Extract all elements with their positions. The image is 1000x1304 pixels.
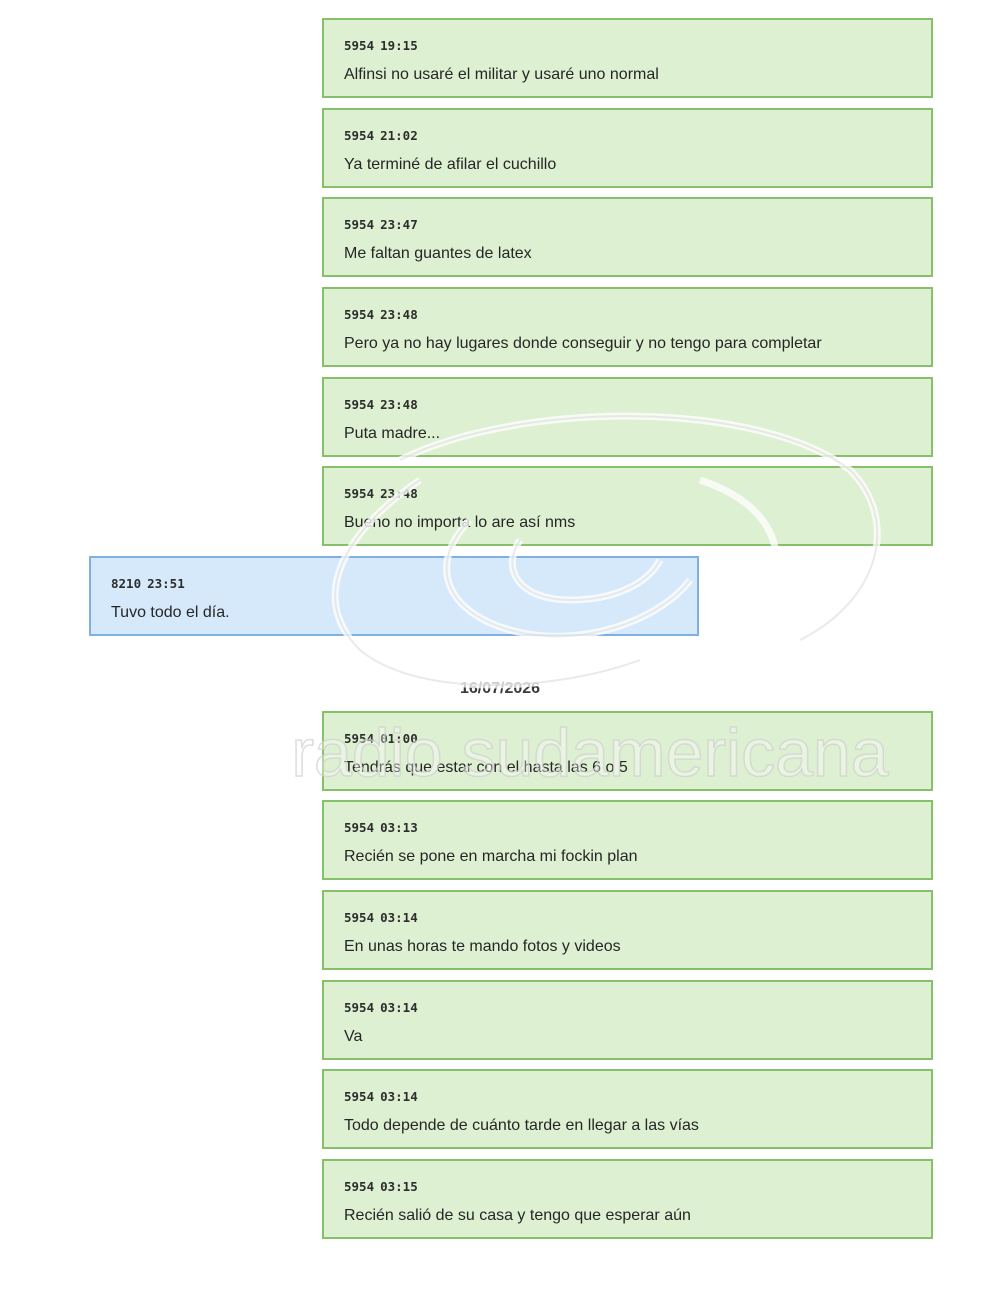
- message-meta: 5954 01:00: [344, 731, 911, 747]
- message-sender: 5954: [344, 1000, 375, 1015]
- message-time: 23:51: [147, 576, 185, 591]
- message-time: 23:47: [380, 217, 418, 232]
- message-meta: 5954 23:48: [344, 486, 911, 502]
- message-meta: 5954 23:48: [344, 307, 911, 323]
- message-time: 03:15: [380, 1179, 418, 1194]
- message-sender: 8210: [111, 576, 142, 591]
- message-text: Ya terminé de afilar el cuchillo: [344, 156, 557, 173]
- message-text: Recién salió de su casa y tengo que espe…: [344, 1207, 691, 1224]
- message-sender: 5954: [344, 217, 375, 232]
- message-text: En unas horas te mando fotos y videos: [344, 938, 621, 955]
- message-bubble: 5954 03:15 Recién salió de su casa y teng…: [322, 1159, 933, 1239]
- message-meta: 5954 21:02: [344, 128, 911, 144]
- message-time: 23:48: [380, 486, 418, 501]
- message-time: 21:02: [380, 128, 418, 143]
- message-meta: 5954 19:15: [344, 38, 911, 54]
- message-meta: 8210 23:51: [111, 576, 677, 592]
- message-meta: 5954 23:48: [344, 397, 911, 413]
- message-bubble: 5954 21:02 Ya terminé de afilar el cuchil…: [322, 108, 933, 188]
- message-text: Puta madre...: [344, 425, 441, 442]
- message-bubble: 5954 23:48 Pero ya no hay lugares donde c…: [322, 287, 933, 367]
- message-time: 03:14: [380, 1000, 418, 1015]
- message-sender: 5954: [344, 820, 375, 835]
- message-meta: 5954 03:14: [344, 1000, 911, 1016]
- message-bubble: 5954 01:00 Tendrás que estar con el hasta…: [322, 711, 933, 791]
- message-meta: 5954 03:13: [344, 820, 911, 836]
- message-sender: 5954: [344, 397, 375, 412]
- message-time: 03:14: [380, 1089, 418, 1104]
- message-text: Tendrás que estar con el hasta las 6 o 5: [344, 759, 628, 776]
- message-meta: 5954 03:14: [344, 910, 911, 926]
- message-time: 03:14: [380, 910, 418, 925]
- message-sender: 5954: [344, 486, 375, 501]
- message-bubble: 5954 23:47 Me faltan guantes de latex: [322, 197, 933, 277]
- date-separator: 16/07/2026: [459, 680, 541, 697]
- message-text: Tuvo todo el día.: [111, 604, 230, 621]
- message-text: Todo depende de cuánto tarde en llegar a…: [344, 1117, 699, 1134]
- message-bubble: 5954 23:48 Puta madre...: [322, 377, 933, 457]
- message-sender: 5954: [344, 38, 375, 53]
- message-sender: 5954: [344, 731, 375, 746]
- message-bubble: 5954 03:14 Va: [322, 980, 933, 1060]
- message-time: 03:13: [380, 820, 418, 835]
- message-time: 01:00: [380, 731, 418, 746]
- message-time: 23:48: [380, 307, 418, 322]
- message-text: Recién se pone en marcha mi fockin plan: [344, 848, 638, 865]
- message-bubble: 8210 23:51 Tuvo todo el día.: [89, 556, 699, 636]
- message-sender: 5954: [344, 910, 375, 925]
- message-text: Me faltan guantes de latex: [344, 245, 532, 262]
- message-text: Va: [344, 1028, 363, 1045]
- message-bubble: 5954 19:15 Alfinsi no usaré el militar y …: [322, 18, 933, 98]
- message-meta: 5954 23:47: [344, 217, 911, 233]
- message-sender: 5954: [344, 128, 375, 143]
- message-meta: 5954 03:15: [344, 1179, 911, 1195]
- message-sender: 5954: [344, 307, 375, 322]
- message-meta: 5954 03:14: [344, 1089, 911, 1105]
- message-sender: 5954: [344, 1179, 375, 1194]
- message-bubble: 5954 03:14 Todo depende de cuánto tarde e…: [322, 1069, 933, 1149]
- message-text: Alfinsi no usaré el militar y usaré uno …: [344, 66, 659, 83]
- message-bubble: 5954 23:48 Bueno no importa lo are así nm…: [322, 466, 933, 546]
- message-text: Bueno no importa lo are así nms: [344, 514, 576, 531]
- message-text: Pero ya no hay lugares donde conseguir y…: [344, 335, 822, 352]
- message-time: 23:48: [380, 397, 418, 412]
- message-bubble: 5954 03:14 En unas horas te mando fotos y…: [322, 890, 933, 970]
- message-time: 19:15: [380, 38, 418, 53]
- message-sender: 5954: [344, 1089, 375, 1104]
- message-bubble: 5954 03:13 Recién se pone en marcha mi fo…: [322, 800, 933, 880]
